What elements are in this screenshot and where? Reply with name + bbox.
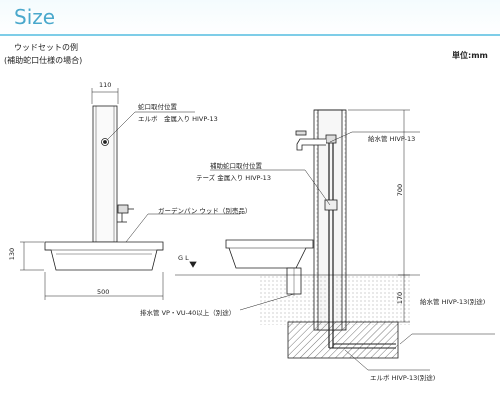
header-divider <box>0 34 500 36</box>
dim-basin-height: 130 <box>8 247 17 261</box>
garden-pan-label: ガーデンパン ウッド（別売品） <box>158 207 252 215</box>
front-view <box>20 88 240 300</box>
section-view <box>175 109 495 371</box>
dim-basin-width: 500 <box>97 288 110 296</box>
dim-base-height: 170 <box>396 291 405 305</box>
unit-label: 単位:mm <box>452 51 488 60</box>
dim-post-width: 110 <box>99 81 112 89</box>
aux-faucet-position-label: 補助蛇口取付位置 <box>210 162 262 170</box>
dim-pillar-height: 700 <box>396 183 405 197</box>
example-title: ウッドセットの例 <box>14 43 78 52</box>
faucet-position-label: 蛇口取付位置 <box>138 103 177 111</box>
header-bar: Size <box>0 0 500 36</box>
ground-level-label: G L <box>178 254 189 262</box>
supply-pipe-2-label: 給水管 HIVP-13(別途) <box>420 298 486 306</box>
example-subtitle: (補助蛇口仕様の場合) <box>4 56 83 65</box>
page-title: Size <box>14 5 56 29</box>
supply-pipe-label: 給水管 HIVP-13 <box>368 135 416 143</box>
elbow-label: エルボ 金属入り HIVP-13 <box>138 115 218 123</box>
elbow-2-label: エルボ HIVP-13(別途) <box>370 374 436 382</box>
tee-label: テーズ 金属入り HIVP-13 <box>196 174 271 182</box>
drain-pipe-label: 排水管 VP・VU-40以上（別途） <box>140 309 236 317</box>
